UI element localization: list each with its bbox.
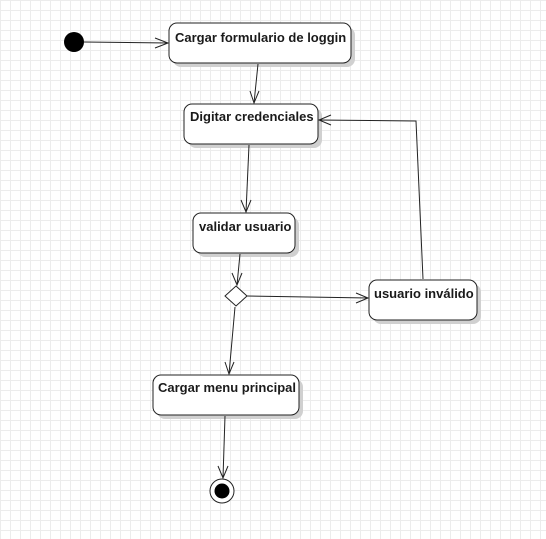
decision-node[interactable] [224,285,248,307]
edge-digitar-to-validar [240,144,252,214]
initial-node[interactable] [64,32,84,52]
activity-label: Cargar formulario de loggin [175,30,346,45]
edge-usuario-invalido-to-digitar [317,114,424,280]
edge-decision-to-cargar-menu [224,306,236,376]
activity-label: usuario inválido [374,286,474,301]
activity-label: Digitar credenciales [190,109,314,124]
activity-label: Cargar menu principal [158,380,296,395]
activity-cargar-menu[interactable]: Cargar menu principal [152,374,303,419]
edge-cargar-menu-to-end [217,415,229,480]
edge-cargar-formulario-to-digitar [249,63,260,105]
activity-validar-usuario[interactable]: validar usuario [192,212,299,257]
edge-validar-to-decision [231,253,243,287]
edge-decision-to-usuario-invalido [246,292,370,304]
activity-usuario-invalido[interactable]: usuario inválido [368,279,481,324]
activity-label: validar usuario [199,219,292,234]
edge-start-to-cargar-formulario [83,37,170,49]
activity-cargar-formulario[interactable]: Cargar formulario de loggin [168,22,355,67]
activity-digitar-credenciales[interactable]: Digitar credenciales [183,103,322,148]
final-node[interactable] [209,478,235,504]
